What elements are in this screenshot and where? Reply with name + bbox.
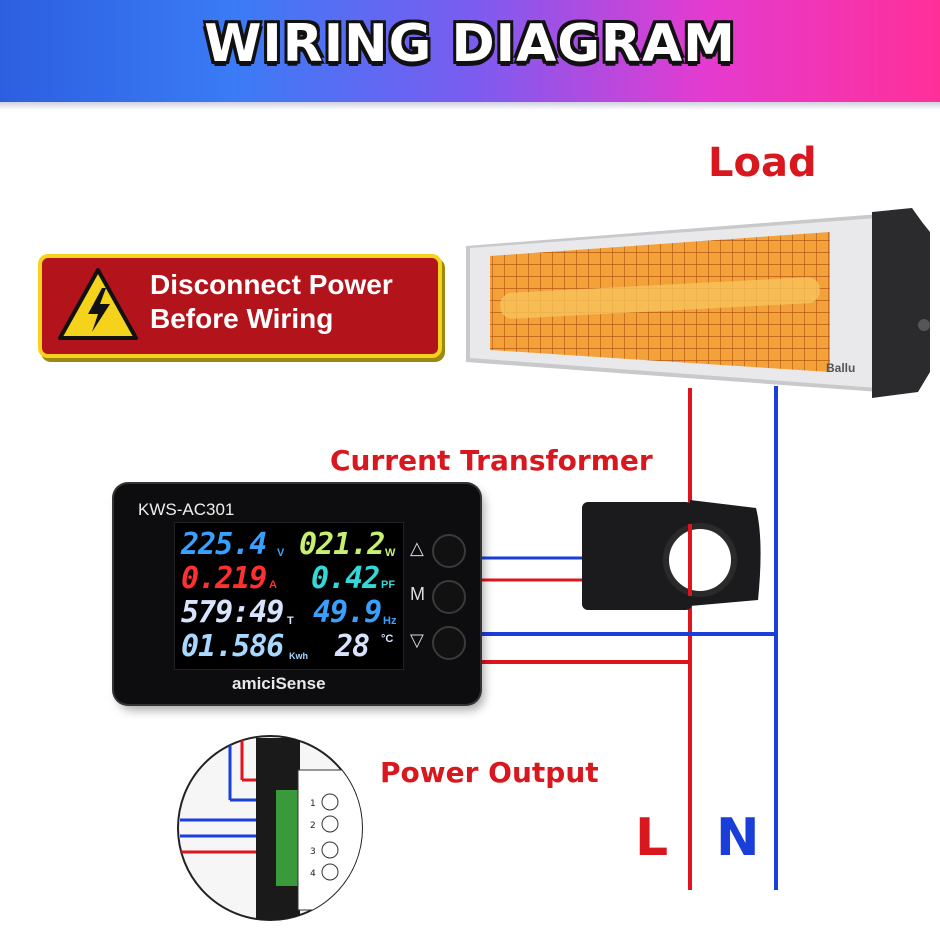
current-reading: 0.219	[181, 561, 267, 596]
heater-load: Ballu	[466, 208, 930, 398]
down-button-label: ▽	[410, 630, 424, 651]
high-voltage-warning-icon	[58, 268, 138, 340]
energy-unit: Kwh	[289, 651, 308, 661]
power-output-label: Power Output	[380, 756, 599, 789]
mode-button[interactable]	[432, 580, 466, 614]
temperature-unit: °C	[381, 633, 394, 645]
terminal-inset: 1 2 3 4	[177, 735, 363, 921]
power-factor-reading: 0.42	[311, 561, 380, 596]
energy-reading: 01.586	[181, 629, 284, 664]
neutral-label: N	[716, 808, 760, 868]
time-unit: T	[287, 615, 294, 627]
up-button-label: △	[410, 538, 424, 559]
voltage-unit: V	[277, 547, 285, 559]
up-button[interactable]	[432, 534, 466, 568]
power-factor-unit: PF	[381, 579, 396, 591]
terminal-3: 3	[310, 847, 316, 857]
time-reading: 579:49	[181, 595, 284, 630]
meter-brand: amiciSense	[232, 674, 326, 693]
down-button[interactable]	[432, 626, 466, 660]
heater-brand: Ballu	[826, 361, 855, 375]
power-meter: KWS-AC301 225.4 V 021.2 W 0.219 A 0.42 P…	[114, 484, 480, 704]
warning-line-1: Disconnect Power	[150, 269, 393, 300]
power-reading: 021.2	[299, 527, 385, 562]
warning-box: Disconnect Power Before Wiring	[38, 254, 442, 358]
mode-button-label: M	[410, 584, 425, 604]
temperature-reading: 28	[335, 629, 370, 664]
line-label: L	[635, 808, 669, 868]
voltage-reading: 225.4	[181, 527, 267, 562]
load-label: Load	[708, 140, 817, 186]
terminal-2: 2	[310, 821, 316, 831]
title-banner	[0, 0, 940, 102]
warning-text: Disconnect Power Before Wiring	[150, 268, 430, 336]
terminal-4: 4	[310, 869, 316, 879]
meter-screen: 225.4 V 021.2 W 0.219 A 0.42 PF 579:49 T…	[174, 522, 404, 670]
terminal-1: 1	[310, 799, 316, 809]
current-transformer	[582, 500, 761, 610]
current-transformer-label: Current Transformer	[330, 444, 653, 477]
warning-line-2: Before Wiring	[150, 303, 334, 334]
banner-shadow	[0, 102, 940, 110]
meter-model: KWS-AC301	[138, 500, 235, 519]
power-unit: W	[385, 547, 396, 559]
frequency-unit: Hz	[383, 615, 397, 627]
current-unit: A	[269, 579, 277, 591]
frequency-reading: 49.9	[313, 595, 382, 630]
diagram-title: WIRING DIAGRAM	[204, 14, 736, 74]
